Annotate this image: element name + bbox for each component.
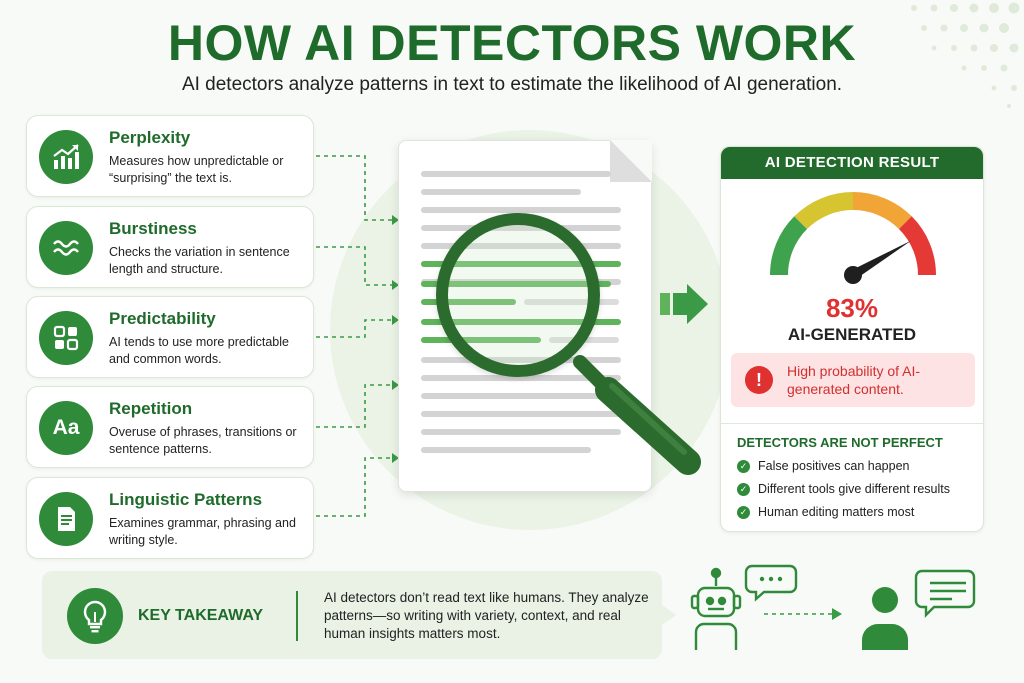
gauge-segment bbox=[770, 216, 808, 276]
factor-card-repetition: Aa Repetition Overuse of phrases, transi… bbox=[26, 386, 314, 468]
decorative-dots bbox=[894, 0, 1024, 120]
key-takeaway-box: KEY TAKEAWAY AI detectors don’t read tex… bbox=[42, 571, 676, 659]
takeaway-text: AI detectors don’t read text like humans… bbox=[324, 590, 649, 641]
alert-box: ! High probability of AI-generated conte… bbox=[731, 353, 975, 407]
detection-result-panel: AI DETECTION RESULT 83% AI-GENERATED ! H… bbox=[720, 146, 984, 532]
person-icon bbox=[862, 587, 908, 650]
check-icon: ✓ bbox=[737, 505, 750, 519]
not-perfect-title: DETECTORS ARE NOT PERFECT bbox=[737, 435, 943, 450]
factor-description: Overuse of phrases, transitions or sente… bbox=[109, 425, 297, 456]
text-line bbox=[421, 393, 621, 399]
not-perfect-item: ✓ False positives can happen bbox=[737, 459, 909, 473]
not-perfect-item-text: Human editing matters most bbox=[758, 505, 915, 519]
lightbulb-icon bbox=[67, 588, 123, 644]
gauge-meter bbox=[770, 192, 936, 284]
text-line bbox=[421, 447, 591, 453]
gauge-segment bbox=[794, 192, 854, 230]
not-perfect-item: ✓ Human editing matters most bbox=[737, 505, 914, 519]
document-icon bbox=[39, 492, 93, 546]
magnifier-lens bbox=[436, 213, 600, 377]
not-perfect-item-text: False positives can happen bbox=[758, 459, 910, 473]
gauge-hub bbox=[844, 266, 862, 284]
text-line bbox=[421, 171, 611, 177]
factor-title: Linguistic Patterns bbox=[109, 490, 263, 509]
not-perfect-item: ✓ Different tools give different results bbox=[737, 482, 950, 496]
text-line bbox=[421, 189, 581, 195]
divider bbox=[721, 423, 983, 424]
text-line bbox=[421, 375, 621, 381]
not-perfect-item-text: Different tools give different results bbox=[758, 482, 950, 496]
page-title: HOW AI DETECTORS WORK bbox=[167, 15, 857, 71]
factor-description: Examines grammar, phrasing and writing s… bbox=[109, 516, 296, 547]
text-line bbox=[421, 429, 621, 435]
factor-title: Perplexity bbox=[109, 128, 191, 147]
factor-title: Predictability bbox=[109, 309, 216, 328]
result-header: AI DETECTION RESULT bbox=[721, 147, 983, 179]
check-icon: ✓ bbox=[737, 459, 750, 473]
score-label: AI-GENERATED bbox=[787, 325, 917, 344]
speech-bubble-icon bbox=[744, 564, 798, 602]
trending-chart-icon bbox=[39, 130, 93, 184]
gauge-needle bbox=[850, 240, 912, 280]
takeaway-separator bbox=[296, 591, 298, 641]
text-line bbox=[421, 411, 621, 417]
wave-icon bbox=[39, 221, 93, 275]
factor-description: Checks the variation in sentence length … bbox=[109, 245, 290, 276]
factor-card-linguistic-patterns: Linguistic Patterns Examines grammar, ph… bbox=[26, 477, 314, 559]
grid-blocks-icon bbox=[39, 311, 93, 365]
gauge-segment bbox=[852, 192, 912, 230]
text-aa-icon: Aa bbox=[39, 401, 93, 455]
text-line bbox=[421, 207, 621, 213]
alert-text: High probability of AI-generated content… bbox=[787, 363, 921, 397]
gauge-segment bbox=[898, 216, 936, 276]
chat-bubble-icon bbox=[914, 569, 976, 618]
score-percentage: 83% bbox=[825, 293, 879, 323]
check-icon: ✓ bbox=[737, 482, 750, 496]
takeaway-title: KEY TAKEAWAY bbox=[138, 607, 264, 624]
factor-description: AI tends to use more predictable and com… bbox=[109, 335, 289, 366]
robot-icon bbox=[690, 567, 742, 650]
factor-card-burstiness: Burstiness Checks the variation in sente… bbox=[26, 206, 314, 288]
exclamation-icon: ! bbox=[745, 366, 773, 394]
document-fold bbox=[610, 140, 652, 182]
factor-card-predictability: Predictability AI tends to use more pred… bbox=[26, 296, 314, 378]
factor-card-perplexity: Perplexity Measures how unpredictable or… bbox=[26, 115, 314, 197]
factor-description: Measures how unpredictable or “surprisin… bbox=[109, 154, 284, 185]
factor-title: Repetition bbox=[109, 399, 193, 418]
page-subtitle: AI detectors analyze patterns in text to… bbox=[181, 74, 843, 95]
factor-title: Burstiness bbox=[109, 219, 197, 238]
